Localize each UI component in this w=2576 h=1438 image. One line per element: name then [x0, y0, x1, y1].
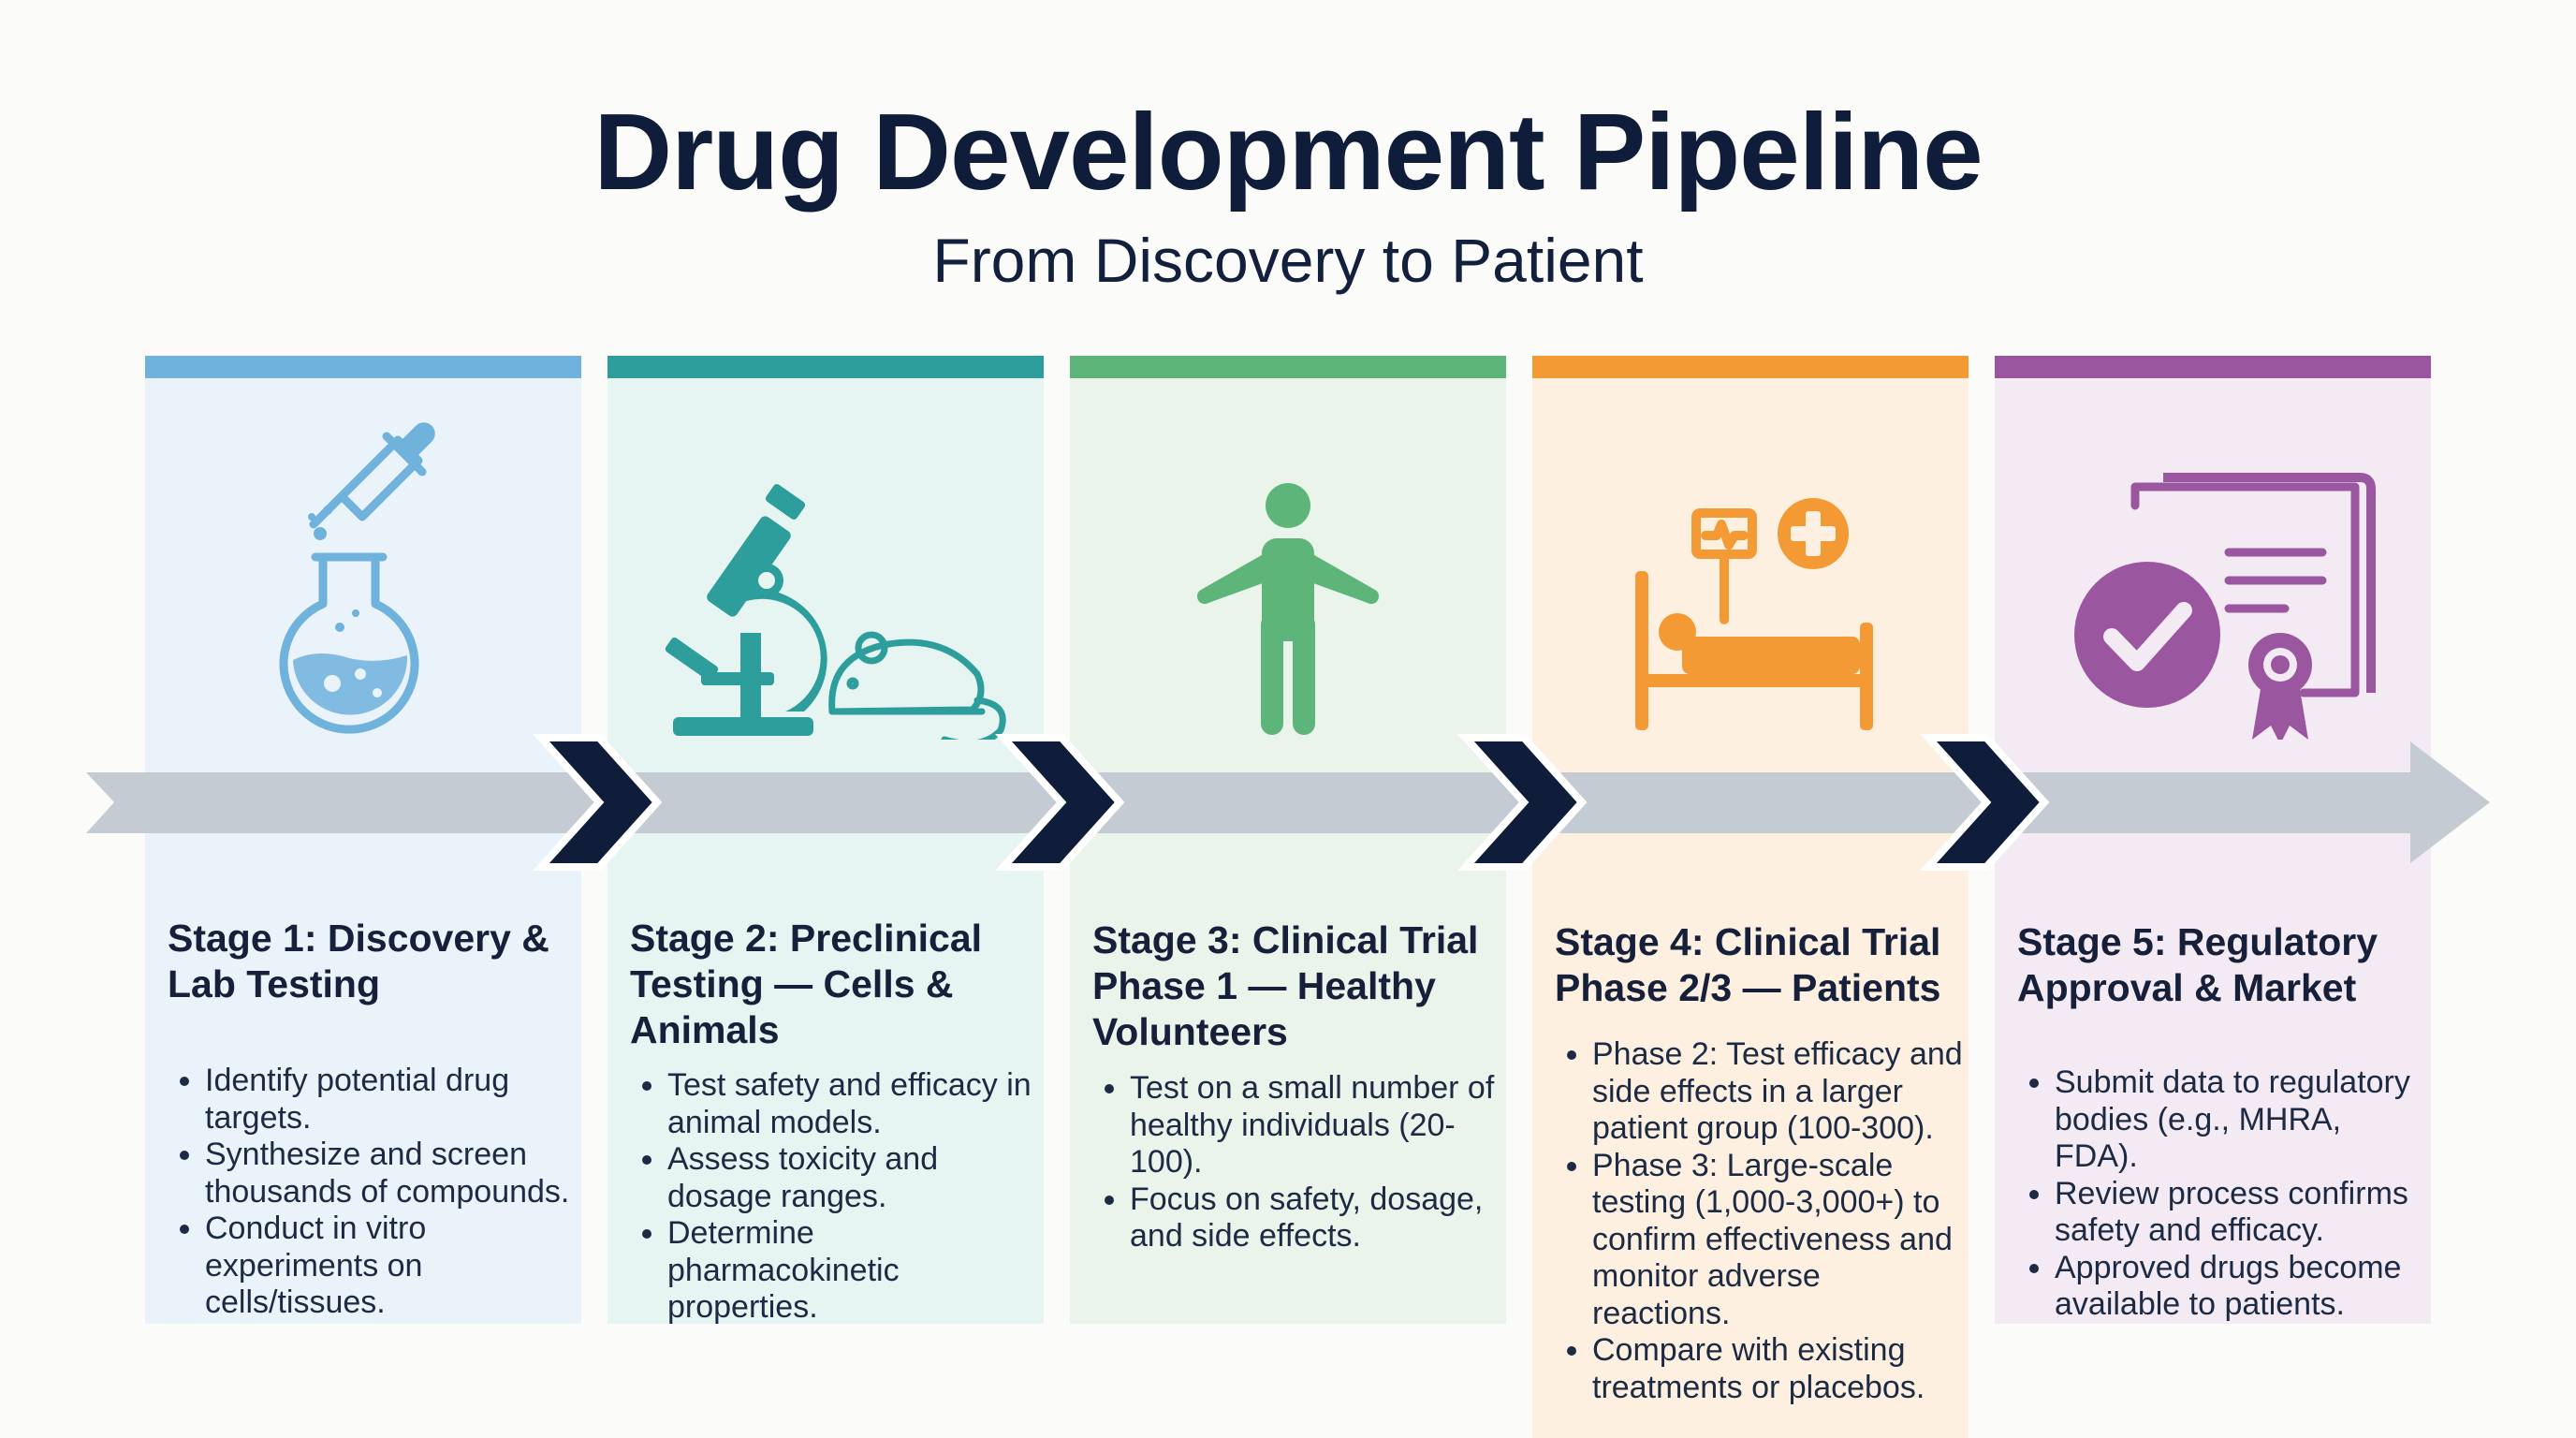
list-item: Identify potential drug targets.	[205, 1063, 579, 1137]
page-title: Drug Development Pipeline	[593, 91, 1983, 213]
list-item: Assess toxicity and dosage ranges.	[667, 1141, 1042, 1215]
list-item: Test on a small number of healthy indivi…	[1130, 1070, 1504, 1181]
chevron-right-icon	[995, 734, 1125, 871]
stage-2-panel	[607, 378, 1044, 1324]
stage-5-color-bar	[1995, 356, 2431, 378]
list-item: Phase 3: Large-scale testing (1,000-3,00…	[1592, 1148, 1967, 1333]
list-item: Phase 2: Test efficacy and side effects …	[1592, 1036, 1967, 1148]
stage-2-heading: Stage 2: Preclinical Testing — Cells & A…	[630, 917, 983, 1051]
stage-2-bullets: Test safety and efficacy in animal model…	[630, 1067, 1042, 1327]
stage-4-heading: Stage 4: Clinical Trial Phase 2/3 — Pati…	[1555, 920, 1941, 1009]
list-item: Determine pharmacokinetic properties.	[667, 1215, 1042, 1327]
list-item: Submit data to regulatory bodies (e.g., …	[2055, 1064, 2429, 1176]
stage-1-bullets: Identify potential drug targets. Synthes…	[168, 1063, 579, 1322]
list-item: Conduct in vitro experiments on cells/ti…	[205, 1211, 579, 1322]
microscope-mouse-icon	[607, 403, 1044, 747]
arrow-shaft	[86, 741, 2490, 863]
stage-1-panel	[145, 378, 581, 1324]
stage-1-heading: Stage 1: Discovery & Lab Testing	[168, 917, 549, 1005]
stage-3-bullets: Test on a small number of healthy indivi…	[1092, 1070, 1504, 1255]
pipeline-arrow	[86, 734, 2490, 871]
person-icon	[1070, 403, 1506, 740]
list-item: Compare with existing treatments or plac…	[1592, 1332, 1967, 1406]
list-item: Focus on safety, dosage, and side effect…	[1130, 1181, 1504, 1255]
stage-1-color-bar	[145, 356, 581, 378]
flask-dropper-icon	[145, 403, 581, 740]
stage-2-color-bar	[607, 356, 1044, 378]
chevron-right-icon	[533, 734, 663, 871]
stage-4-bullets: Phase 2: Test efficacy and side effects …	[1555, 1036, 1967, 1406]
chevron-right-icon	[1457, 734, 1588, 871]
stage-5-heading: Stage 5: Regulatory Approval & Market	[2017, 920, 2378, 1009]
list-item: Test safety and efficacy in animal model…	[667, 1067, 1042, 1141]
stage-5-bullets: Submit data to regulatory bodies (e.g., …	[2017, 1064, 2429, 1324]
stage-4-color-bar	[1532, 356, 1969, 378]
list-item: Synthesize and screen thousands of compo…	[205, 1137, 579, 1211]
hospital-bed-icon	[1532, 403, 1969, 773]
stage-3-panel	[1070, 378, 1506, 1324]
chevron-right-icon	[1920, 734, 2050, 871]
list-item: Review process confirms safety and effic…	[2055, 1176, 2429, 1250]
list-item: Approved drugs become available to patie…	[2055, 1250, 2429, 1324]
page-subtitle: From Discovery to Patient	[932, 226, 1644, 295]
stage-3-heading: Stage 3: Clinical Trial Phase 1 — Health…	[1092, 918, 1479, 1053]
stage-3-color-bar	[1070, 356, 1506, 378]
approval-certificate-icon	[1995, 403, 2431, 744]
